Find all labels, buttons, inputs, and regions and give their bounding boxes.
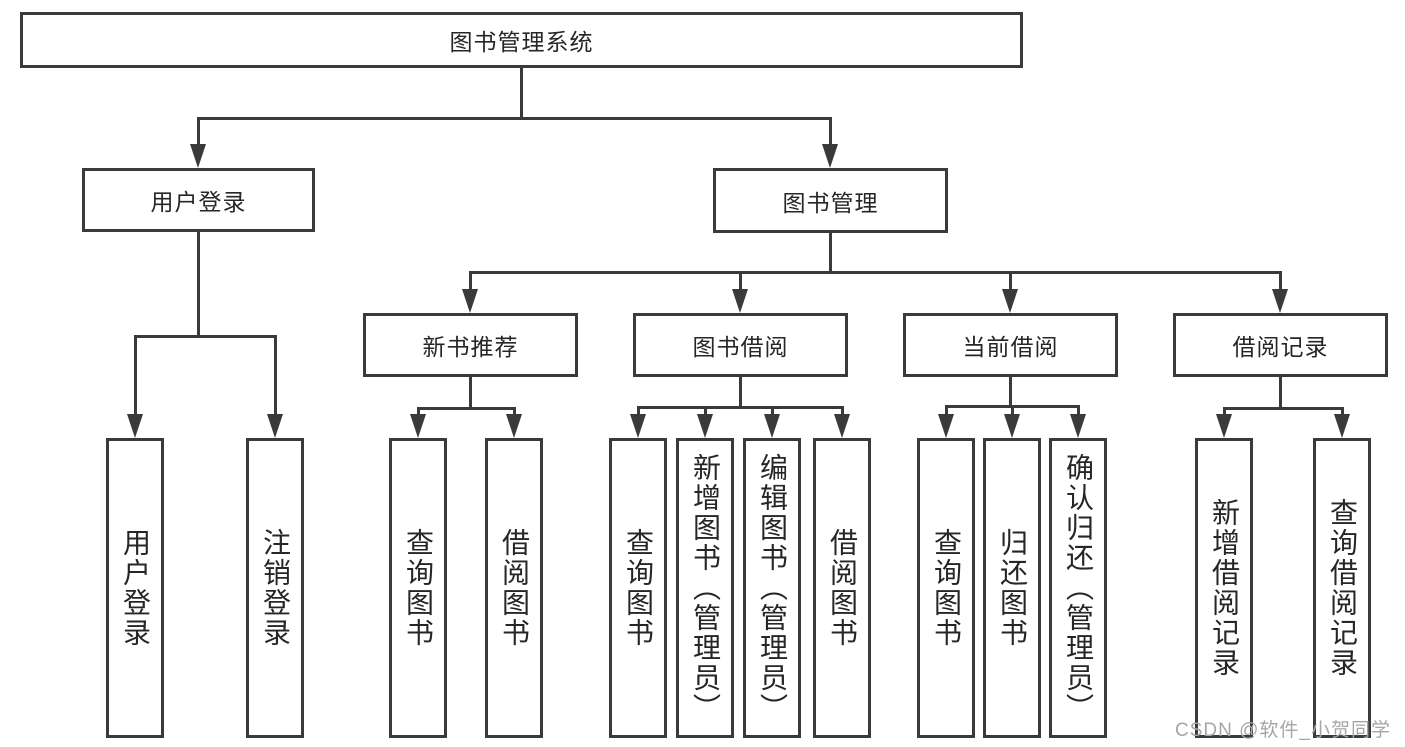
node-confirm-return-admin: 确认归还（管理员）: [1049, 438, 1107, 738]
connector-drop-book-borrow-2: [770, 405, 774, 416]
connector-bar-book-mgmt: [468, 270, 1282, 274]
connector-drop-user-login-1: [273, 334, 277, 416]
connector-stem-user-login: [196, 232, 200, 338]
node-borrow-records: 借阅记录: [1173, 313, 1388, 377]
connector-drop-borrow-records-1: [1340, 406, 1344, 416]
node-current-borrow: 当前借阅: [903, 313, 1118, 377]
connector-drop-book-mgmt-0: [468, 270, 472, 291]
connector-drop-current-borrow-2: [1076, 404, 1080, 416]
arrow-down-icon-book-mgmt-1: [732, 289, 748, 313]
connector-stem-book-borrow: [738, 377, 742, 409]
connector-drop-new-book-rec-1: [512, 406, 516, 416]
connector-bar-book-borrow: [636, 405, 844, 409]
node-query-books-rec: 查询图书: [389, 438, 447, 738]
connector-drop-user-login-0: [133, 334, 137, 416]
connector-drop-book-borrow-3: [840, 405, 844, 416]
arrow-down-icon-current-borrow-1: [1004, 414, 1020, 438]
arrow-down-icon-book-borrow-3: [834, 414, 850, 438]
connector-drop-new-book-rec-0: [416, 406, 420, 416]
arrow-down-icon-user-login-0: [127, 414, 143, 438]
arrow-down-icon-current-borrow-2: [1070, 414, 1086, 438]
node-edit-books-admin: 编辑图书（管理员）: [743, 438, 801, 738]
connector-drop-borrow-records-0: [1222, 406, 1226, 416]
connector-drop-root-0: [196, 116, 200, 146]
arrow-down-icon-book-borrow-1: [697, 414, 713, 438]
arrow-down-icon-root-0: [190, 144, 206, 168]
node-new-book-rec: 新书推荐: [363, 313, 578, 377]
connector-drop-root-1: [828, 116, 832, 146]
arrow-down-icon-book-borrow-2: [764, 414, 780, 438]
connector-stem-book-mgmt: [828, 233, 832, 274]
connector-bar-new-book-rec: [416, 406, 516, 410]
connector-stem-current-borrow: [1008, 377, 1012, 408]
node-login: 用户登录: [106, 438, 164, 738]
connector-drop-current-borrow-0: [944, 404, 948, 416]
connector-bar-root: [196, 116, 832, 120]
connector-drop-current-borrow-1: [1010, 404, 1014, 416]
node-return-books: 归还图书: [983, 438, 1041, 738]
arrow-down-icon-book-mgmt-0: [462, 289, 478, 313]
node-query-borrow-record: 查询借阅记录: [1313, 438, 1371, 738]
connector-drop-book-mgmt-1: [738, 270, 742, 291]
arrow-down-icon-current-borrow-0: [938, 414, 954, 438]
connector-drop-book-mgmt-3: [1278, 270, 1282, 291]
node-book-borrow: 图书借阅: [633, 313, 848, 377]
connector-stem-new-book-rec: [468, 377, 472, 410]
node-user-login: 用户登录: [82, 168, 315, 232]
arrow-down-icon-user-login-1: [267, 414, 283, 438]
node-add-borrow-record: 新增借阅记录: [1195, 438, 1253, 738]
arrow-down-icon-borrow-records-0: [1216, 414, 1232, 438]
node-borrow-books-rec: 借阅图书: [485, 438, 543, 738]
csdn-watermark: CSDN @软件_小贺同学: [1175, 720, 1391, 741]
arrow-down-icon-new-book-rec-1: [506, 414, 522, 438]
node-root: 图书管理系统: [20, 12, 1023, 68]
connector-drop-book-borrow-0: [636, 405, 640, 416]
connector-stem-root: [519, 68, 523, 120]
connector-drop-book-mgmt-2: [1008, 270, 1012, 291]
arrow-down-icon-borrow-records-1: [1334, 414, 1350, 438]
node-add-books-admin: 新增图书（管理员）: [676, 438, 734, 738]
connector-drop-book-borrow-1: [703, 405, 707, 416]
connector-bar-borrow-records: [1222, 406, 1344, 410]
connector-stem-borrow-records: [1278, 377, 1282, 410]
arrow-down-icon-root-1: [822, 144, 838, 168]
connector-bar-user-login: [133, 334, 277, 338]
node-query-books-borrow: 查询图书: [609, 438, 667, 738]
node-borrow-books-borrow: 借阅图书: [813, 438, 871, 738]
arrow-down-icon-book-mgmt-2: [1002, 289, 1018, 313]
arrow-down-icon-book-mgmt-3: [1272, 289, 1288, 313]
arrow-down-icon-new-book-rec-0: [410, 414, 426, 438]
arrow-down-icon-book-borrow-0: [630, 414, 646, 438]
node-book-mgmt: 图书管理: [713, 168, 948, 233]
node-query-books-current: 查询图书: [917, 438, 975, 738]
node-logout: 注销登录: [246, 438, 304, 738]
